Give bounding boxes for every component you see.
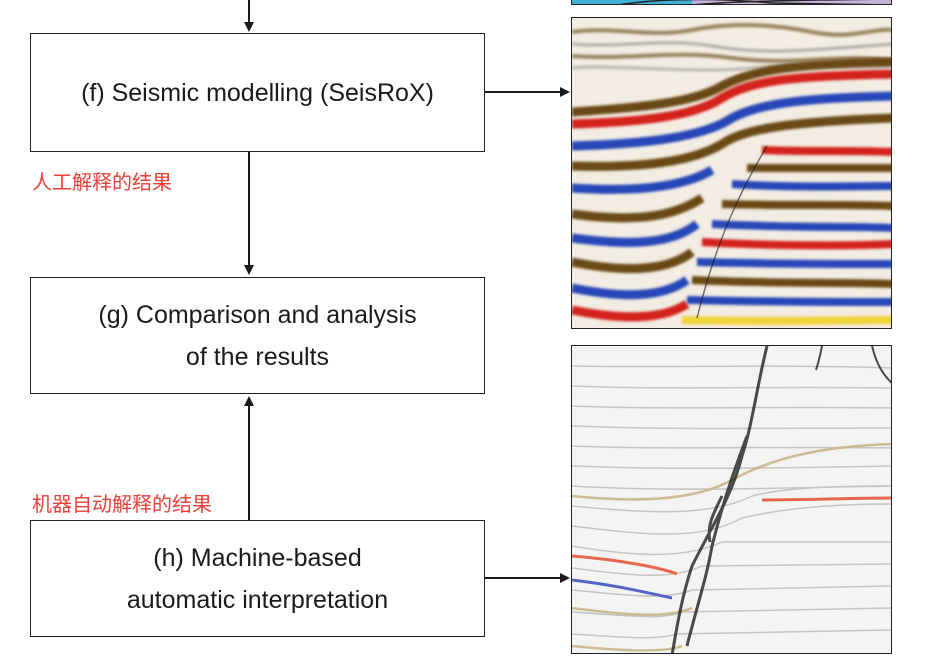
box-h-label-line2: automatic interpretation: [126, 585, 389, 614]
note-machine-interpretation: 机器自动解释的结果: [32, 492, 212, 516]
seismic-machine-graphic: [572, 346, 891, 653]
box-g-label-line2: of the results: [185, 342, 330, 371]
previous-panel-graphic: [572, 0, 878, 4]
box-machine-interpretation: (h) Machine-based automatic interpretati…: [30, 520, 485, 637]
seismic-machine-image: [571, 345, 892, 654]
box-h-label-line1: (h) Machine-based: [153, 543, 362, 572]
seismic-modelled-image: [571, 17, 892, 329]
note-manual-interpretation: 人工解释的结果: [32, 170, 172, 194]
previous-panel-fragment: [571, 0, 892, 5]
seismic-modelled-graphic: [572, 22, 891, 325]
box-g-label-line1: (g) Comparison and analysis: [98, 300, 417, 329]
box-comparison-analysis: (g) Comparison and analysis of the resul…: [30, 277, 485, 394]
box-seismic-modelling: (f) Seismic modelling (SeisRoX): [30, 33, 485, 152]
box-f-label: (f) Seismic modelling (SeisRoX): [81, 78, 434, 107]
